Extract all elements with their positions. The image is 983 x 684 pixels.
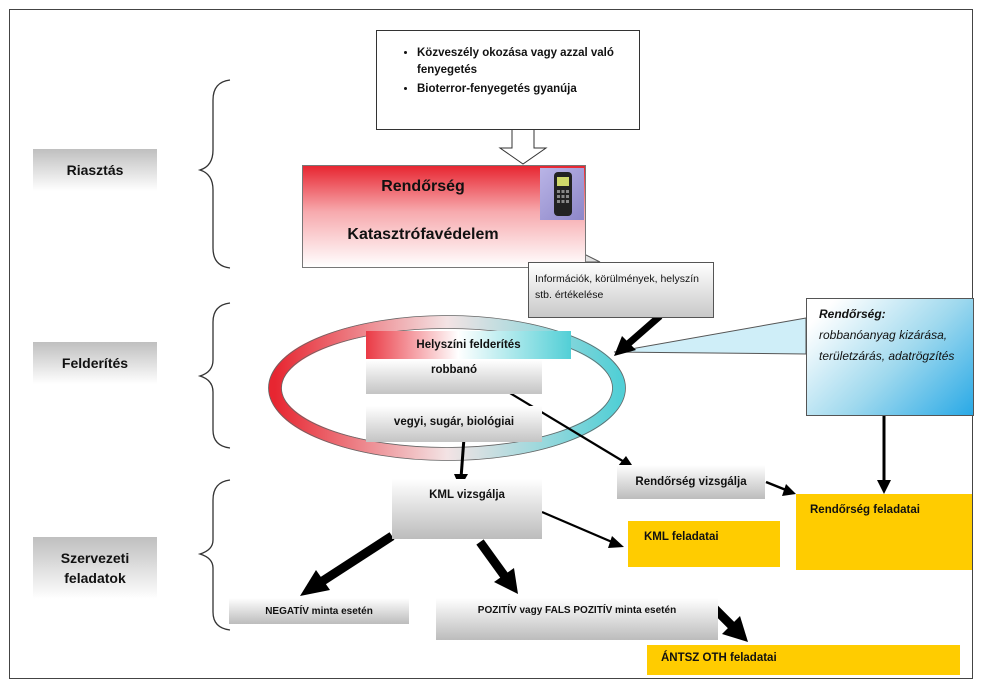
arrow-kml-to-negative <box>315 532 395 588</box>
negative-sample-box: NEGATÍV minta esetén <box>229 598 409 624</box>
arrow-kml-to-positive <box>476 539 510 581</box>
kml-tasks-box: KML feladatai <box>628 521 780 567</box>
info-callout: Információk, körülmények, helyszín stb. … <box>528 262 714 318</box>
stage-recon: Felderítés <box>33 342 157 384</box>
hollow-down-arrow <box>498 125 548 165</box>
police-callout: Rendőrség: robbanóanyag kizárása, terüle… <box>806 298 974 416</box>
responder-police: Rendőrség <box>381 178 465 195</box>
responders-box: Rendőrség Katasztrófavédelem <box>302 165 586 268</box>
police-callout-tail <box>613 317 807 355</box>
antsz-tasks-box: ÁNTSZ OTH feladatai <box>647 645 960 675</box>
recon-ring <box>268 315 626 461</box>
positive-sample-box: POZITÍV vagy FALS POZITÍV minta esetén <box>436 598 718 640</box>
alert-item: Bioterror-fenyegetés gyanúja <box>417 81 631 98</box>
police-tasks-box: Rendőrség feladatai <box>796 494 972 570</box>
arrow-kml-to-tasks <box>541 510 613 544</box>
site-recon-box: Helyszíni felderítés <box>366 331 571 359</box>
brace-recon <box>197 302 231 449</box>
police-callout-text: robbanóanyag kizárása, területzárás, ada… <box>819 328 955 363</box>
mobile-phone-icon <box>540 168 584 220</box>
arrow-info-to-ring <box>625 313 663 347</box>
police-check-box: Rendőrség vizsgálja <box>617 465 765 499</box>
alert-item: Közveszély okozása vagy azzal való fenye… <box>417 45 631 79</box>
stage-alert: Riasztás <box>33 149 157 191</box>
kml-check-box: KML vizsgálja <box>392 479 542 539</box>
arrow-cbr-to-kml <box>459 437 466 479</box>
stage-tasks: Szervezeti feladatok <box>33 537 157 599</box>
police-callout-title: Rendőrség: <box>819 307 886 321</box>
arrow-police-check-to-tasks <box>765 480 787 492</box>
responder-disaster: Katasztrófavédelem <box>347 226 499 243</box>
brace-tasks <box>197 479 231 631</box>
brace-alert <box>197 79 231 269</box>
explosive-box: robbanó <box>366 360 542 394</box>
alert-trigger-box: Közveszély okozása vagy azzal való fenye… <box>376 30 640 130</box>
cbr-box: vegyi, sugár, biológiai <box>366 406 542 442</box>
